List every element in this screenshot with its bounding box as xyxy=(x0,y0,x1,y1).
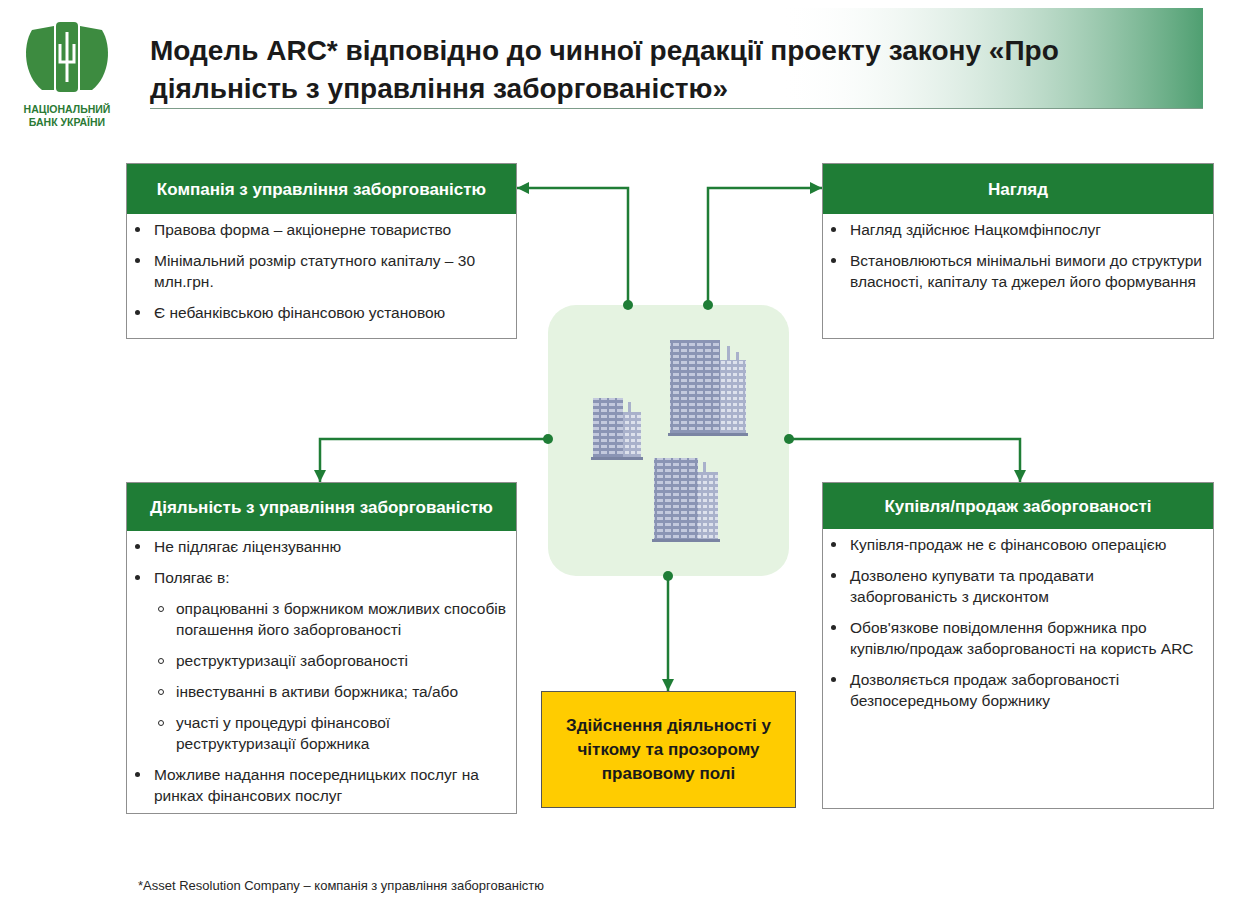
connector-arrow xyxy=(708,188,822,305)
bullet-item: опрацюванні з боржником можливих способі… xyxy=(127,598,508,640)
bullet-text: Купівля-продаж не є фінансовою операцією xyxy=(850,534,1205,555)
bullet-list: Правова форма – акціонерне товариствоМін… xyxy=(127,214,516,341)
bullet-item: Дозволяється продаж заборгованості безпо… xyxy=(823,669,1205,711)
bullet-marker xyxy=(831,677,836,682)
bullet-marker xyxy=(135,227,140,232)
bullet-marker xyxy=(831,227,836,232)
title-rule xyxy=(150,108,1203,109)
bullet-text: опрацюванні з боржником можливих способі… xyxy=(176,598,508,640)
connector-group xyxy=(517,188,633,310)
bullet-list: Нагляд здійснює НацкомфінпослугВстановлю… xyxy=(823,214,1213,310)
bullet-marker xyxy=(158,689,164,695)
hub-box xyxy=(548,305,789,576)
bullet-text: Є небанківською фінансовою установою xyxy=(154,302,508,323)
bullet-item: Правова форма – акціонерне товариство xyxy=(127,219,508,240)
bullet-item: Є небанківською фінансовою установою xyxy=(127,302,508,323)
bullet-item: інвестуванні в активи боржника; та/або xyxy=(127,681,508,702)
bullet-text: Дозволяється продаж заборгованості безпо… xyxy=(850,669,1205,711)
info-box: НаглядНагляд здійснює НацкомфінпослугВст… xyxy=(822,163,1214,339)
bullet-item: Не підлягає ліцензуванню xyxy=(127,536,508,557)
bullet-marker xyxy=(158,720,164,726)
bullet-text: участі у процедурі фінансової реструктур… xyxy=(176,712,508,754)
highlight-text: Здійснення діяльності у чіткому та прозо… xyxy=(554,714,783,786)
connector-group xyxy=(784,434,1020,482)
connector-arrow xyxy=(667,576,670,691)
box-header-band: Купівля/продаж заборгованості xyxy=(823,483,1213,529)
bullet-item: Дозволено купувати та продавати заборгов… xyxy=(823,565,1205,607)
bullet-text: Дозволено купувати та продавати заборгов… xyxy=(850,565,1205,607)
bullet-text: Не підлягає ліцензуванню xyxy=(154,536,508,557)
bullet-item: Встановлюються мінімальні вимоги до стру… xyxy=(823,250,1205,292)
box-header-band: Нагляд xyxy=(823,164,1213,214)
bullet-item: Купівля-продаж не є фінансовою операцією xyxy=(823,534,1205,555)
logo-caption: НАЦІОНАЛЬНИЙ БАНК УКРАЇНИ xyxy=(18,103,116,129)
bullet-marker xyxy=(831,258,836,263)
bullet-text: Мінімальний розмір статутного капіталу –… xyxy=(154,250,508,292)
bullet-text: Полягає в: xyxy=(154,567,508,588)
bullet-item: Обов'язкове повідомлення боржника про ку… xyxy=(823,617,1205,659)
bullet-text: Правова форма – акціонерне товариство xyxy=(154,219,508,240)
bullet-text: Нагляд здійснює Нацкомфінпослуг xyxy=(850,219,1205,240)
info-box: Компанія з управління заборгованістюПрав… xyxy=(126,163,517,339)
bullet-item: Полягає в: xyxy=(127,567,508,588)
emblem-left-figure xyxy=(26,26,54,90)
bullet-item: реструктуризації заборгованості xyxy=(127,650,508,671)
connector-group xyxy=(320,434,553,482)
bullet-marker xyxy=(158,658,164,664)
box-header-band: Діяльність з управління заборгованістю xyxy=(127,483,516,531)
box-heading: Компанія з управління заборгованістю xyxy=(157,179,486,200)
box-heading: Купівля/продаж заборгованості xyxy=(884,496,1151,517)
bullet-item: Мінімальний розмір статутного капіталу –… xyxy=(127,250,508,292)
bullet-item: Нагляд здійснює Нацкомфінпослуг xyxy=(823,219,1205,240)
bullet-text: інвестуванні в активи боржника; та/або xyxy=(176,681,508,702)
bullet-marker xyxy=(135,575,140,580)
bullet-marker xyxy=(831,542,836,547)
bank-emblem xyxy=(26,22,108,92)
bullet-marker xyxy=(831,625,836,630)
bullet-text: Обов'язкове повідомлення боржника про ку… xyxy=(850,617,1205,659)
emblem-right-figure xyxy=(80,26,108,90)
connector-arrow xyxy=(517,188,628,305)
emblem-shield xyxy=(56,22,78,92)
box-heading: Нагляд xyxy=(988,179,1048,200)
connector-group xyxy=(703,188,822,310)
bullet-item: участі у процедурі фінансової реструктур… xyxy=(127,712,508,754)
bullet-text: реструктуризації заборгованості xyxy=(176,650,508,671)
bullet-item: Можливе надання посередницьких послуг на… xyxy=(127,764,508,806)
highlight-box: Здійснення діяльності у чіткому та прозо… xyxy=(541,691,796,808)
bullet-marker xyxy=(831,573,836,578)
bullet-text: Можливе надання посередницьких послуг на… xyxy=(154,764,508,806)
emblem-trident xyxy=(60,32,74,82)
bullet-list: Не підлягає ліцензуваннюПолягає в: опрацю… xyxy=(127,531,516,824)
info-box: Діяльність з управління заборгованістюНе… xyxy=(126,482,517,814)
bullet-marker xyxy=(135,544,140,549)
connector-arrow xyxy=(320,439,548,482)
bullet-marker xyxy=(158,606,164,612)
info-box: Купівля/продаж заборгованостіКупівля-про… xyxy=(822,482,1214,809)
bullet-text: Встановлюються мінімальні вимоги до стру… xyxy=(850,250,1205,292)
box-heading: Діяльність з управління заборгованістю xyxy=(150,497,493,518)
page-title: Модель ARC* відповідно до чинної редакці… xyxy=(150,32,1140,108)
footnote: *Asset Resolution Company – компанія з у… xyxy=(138,878,1038,894)
bullet-marker xyxy=(135,258,140,263)
note-holder: Здійснення діяльності у чіткому та прозо… xyxy=(554,714,783,786)
bullet-list: Купівля-продаж не є фінансовою операцією… xyxy=(823,529,1213,729)
bullet-marker xyxy=(135,310,140,315)
connector-arrow xyxy=(789,439,1020,482)
box-header-band: Компанія з управління заборгованістю xyxy=(127,164,516,214)
connector-group xyxy=(663,571,673,691)
bullet-marker xyxy=(135,772,140,777)
